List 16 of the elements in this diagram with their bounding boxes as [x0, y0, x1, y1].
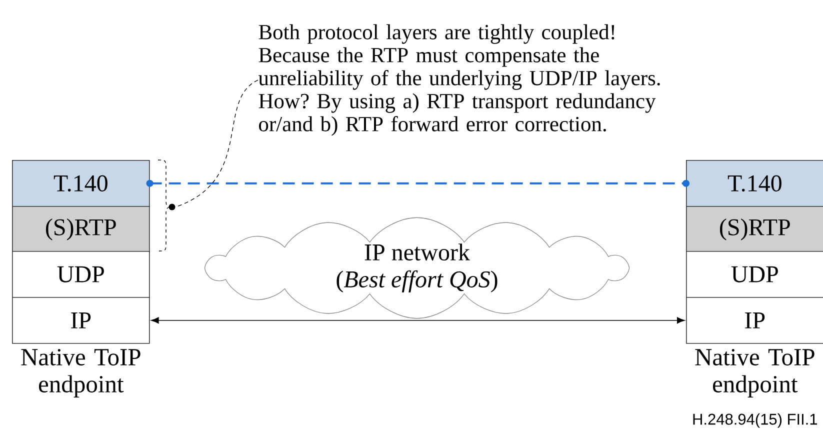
protocol-layer-box: IP — [12, 297, 150, 344]
protocol-layer-box: (S)RTP — [686, 206, 823, 253]
protocol-layer-box: T.140 — [686, 160, 823, 207]
figure-number: H.248.94(15) FII.1 — [693, 413, 818, 428]
leader-line — [175, 80, 258, 208]
protocol-layer-box: T.140 — [12, 160, 150, 207]
network-cloud: IP network (Best effort QoS) — [204, 217, 630, 319]
protocol-layer-box: UDP — [12, 251, 150, 298]
protocol-layer-box: UDP — [686, 251, 823, 298]
callout-text: Both protocol layers are tightly coupled! Because the RTP must compensate the unreliability of the underlying UDP/IP layers. How? By using a) RTP transport redundancy or/and b) RTP forward error correction. — [258, 24, 660, 136]
endpoint-caption: Native ToIP endpoint — [21, 349, 140, 398]
endpoint-caption: Native ToIP endpoint — [695, 349, 814, 398]
dashed-connector — [146, 180, 690, 187]
protocol-layer-box: IP — [686, 297, 823, 344]
arrow — [151, 317, 685, 324]
protocol-layer-box: (S)RTP — [12, 206, 150, 253]
